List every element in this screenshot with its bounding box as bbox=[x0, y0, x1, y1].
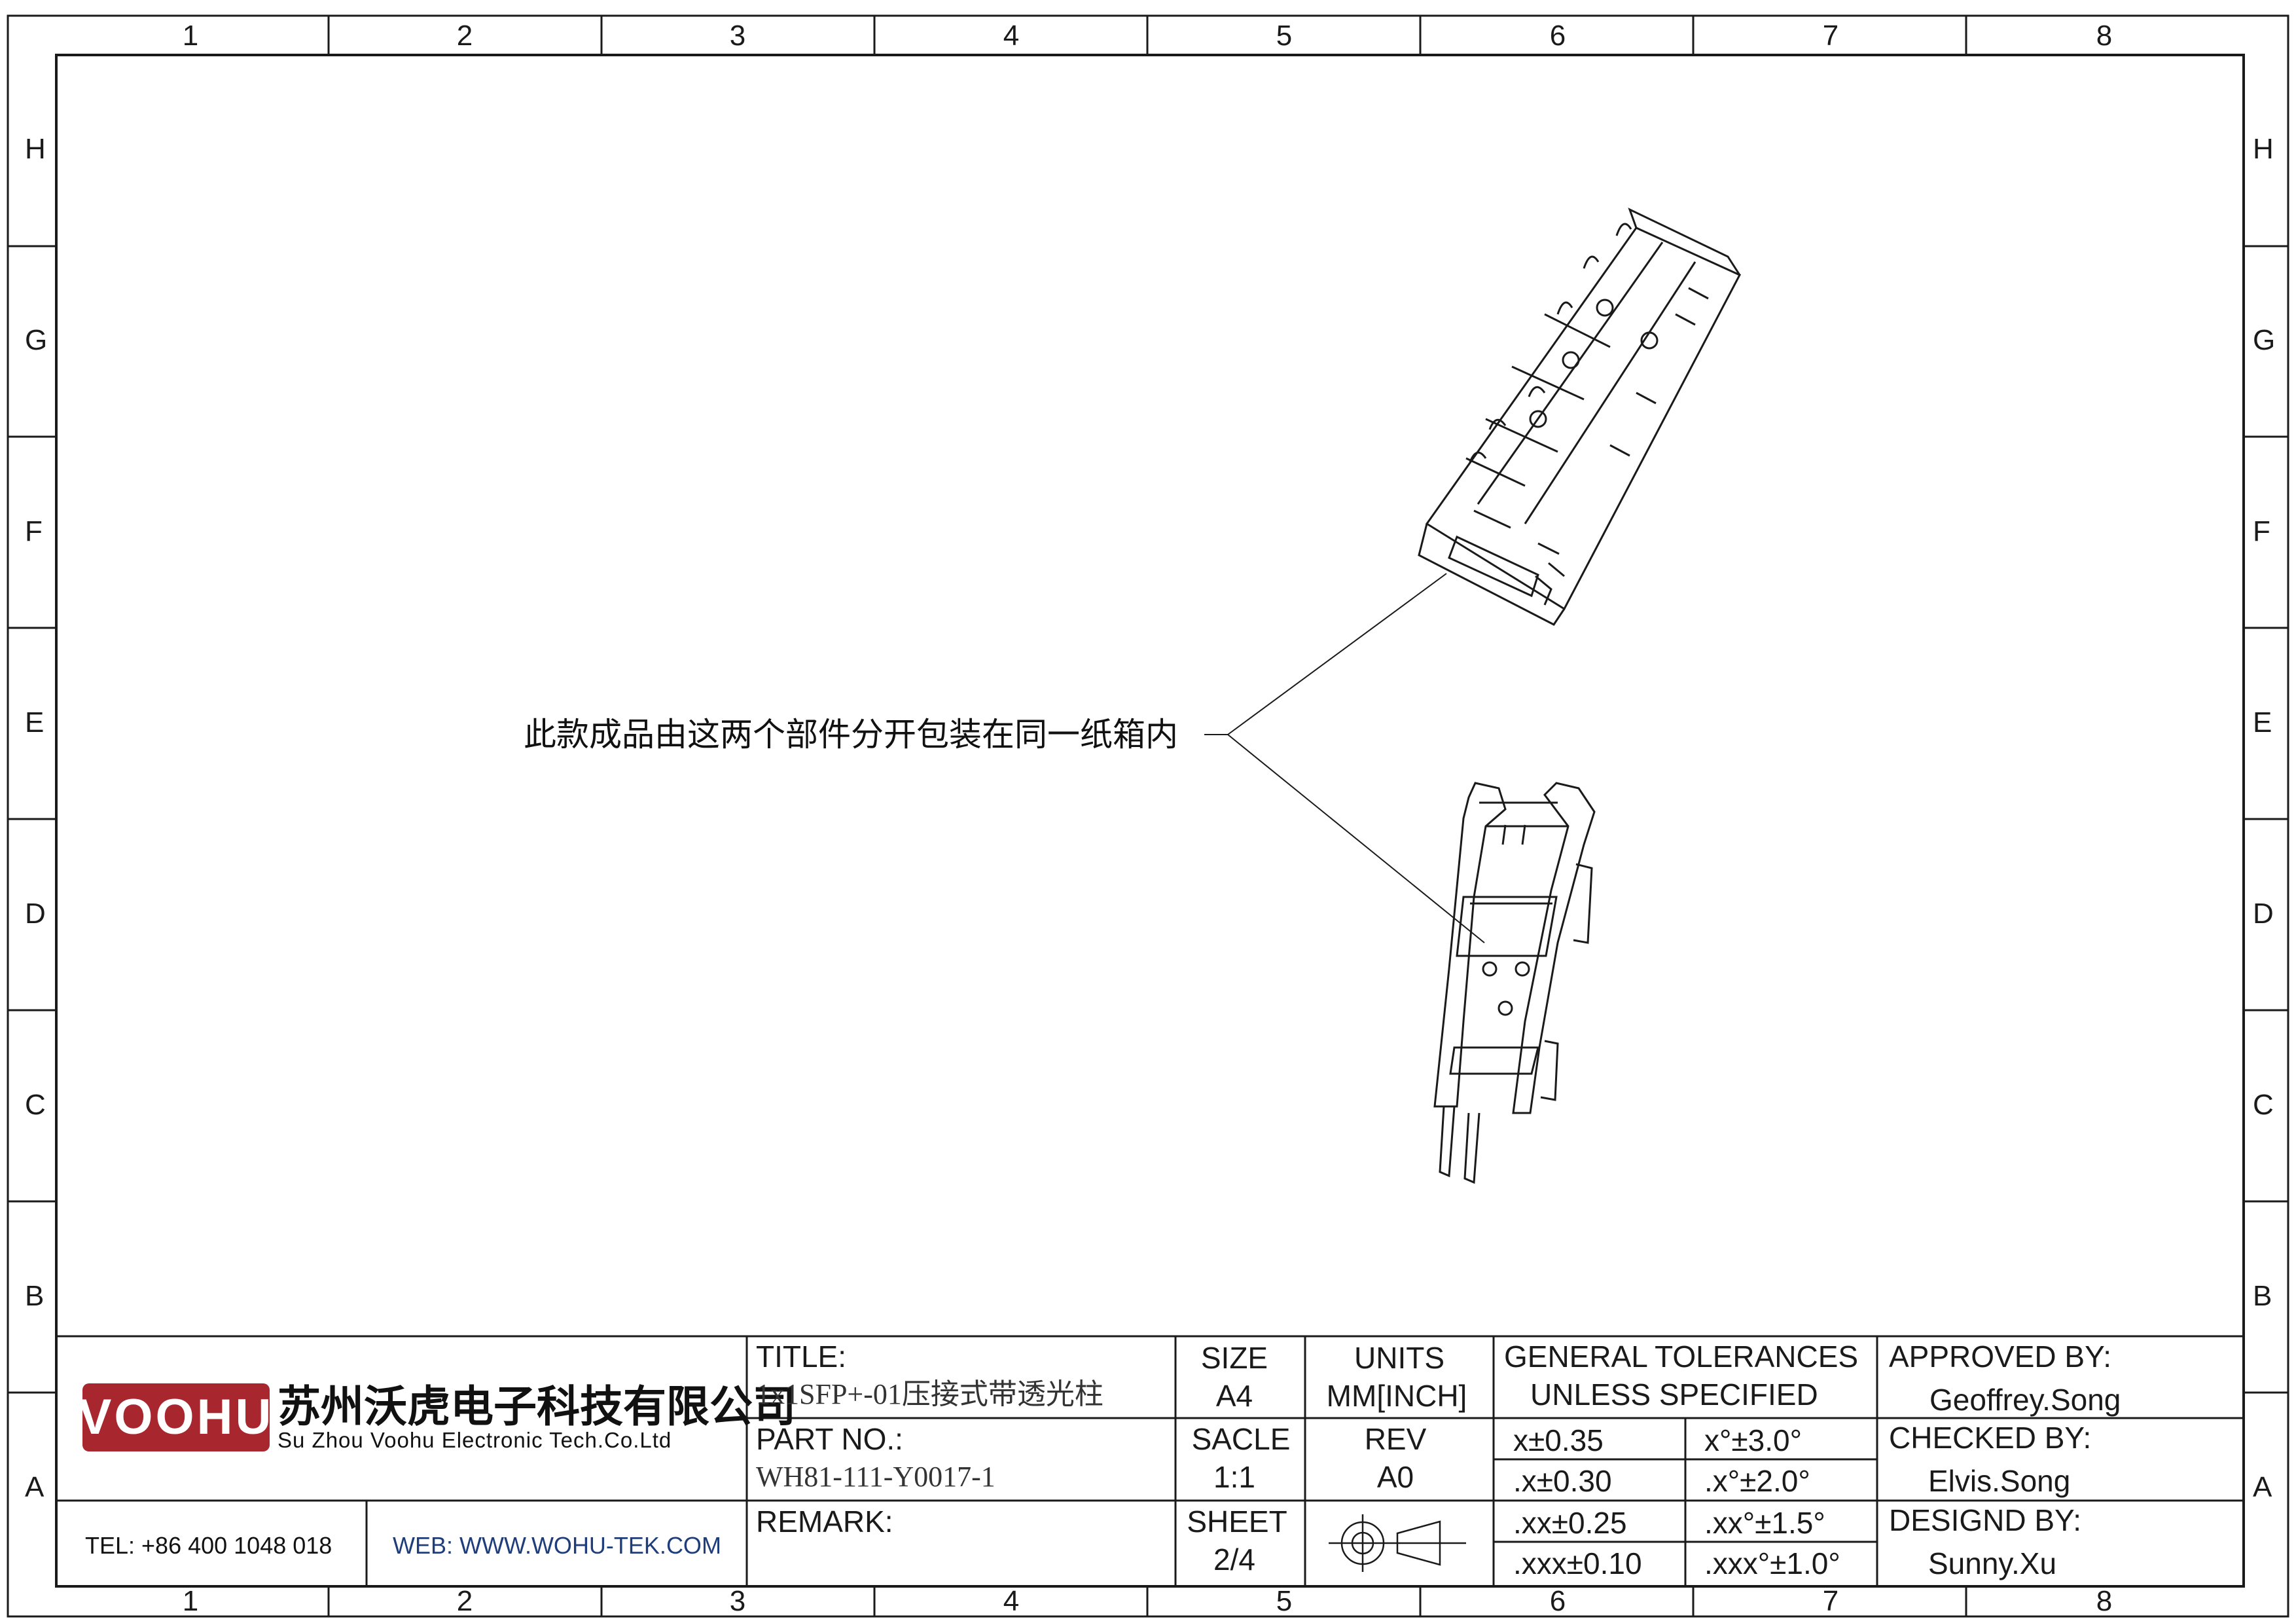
zone-col-8-top: 8 bbox=[2096, 20, 2113, 52]
zone-row-a-left: A bbox=[25, 1471, 45, 1503]
sheet-value: 2/4 bbox=[1213, 1542, 1255, 1577]
checked-label: CHECKED BY: bbox=[1889, 1421, 2092, 1455]
zone-col-7-top: 7 bbox=[1822, 20, 1839, 52]
rev-value: A0 bbox=[1376, 1460, 1414, 1494]
projection-symbol-icon bbox=[1329, 1514, 1466, 1572]
zone-row-h-right: H bbox=[2253, 133, 2274, 165]
zone-row-c-left: C bbox=[25, 1089, 46, 1121]
zone-col-7-bottom: 7 bbox=[1822, 1585, 1839, 1617]
title-block-grid bbox=[56, 1335, 2244, 1586]
tol-angular-0: x°±3.0° bbox=[1704, 1423, 1802, 1457]
zone-row-g-left: G bbox=[25, 324, 48, 356]
tol-linear-1: .x±0.30 bbox=[1513, 1464, 1612, 1498]
leader-lines bbox=[1204, 573, 1485, 943]
zone-row-f-right: F bbox=[2253, 515, 2270, 547]
company-name-cn: 苏州沃虎电子科技有限公司 bbox=[278, 1382, 796, 1431]
zone-col-5-bottom: 5 bbox=[1276, 1585, 1293, 1617]
rev-label: REV bbox=[1364, 1422, 1427, 1456]
tolerance-title-2: UNLESS SPECIFIED bbox=[1530, 1377, 1818, 1412]
company-web: WEB: WWW.WOHU-TEK.COM bbox=[393, 1532, 721, 1559]
zone-row-e-left: E bbox=[25, 706, 45, 739]
zone-row-d-left: D bbox=[25, 898, 46, 930]
approved-label: APPROVED BY: bbox=[1889, 1340, 2112, 1374]
size-value: A4 bbox=[1215, 1379, 1253, 1413]
tolerance-title-1: GENERAL TOLERANCES bbox=[1504, 1340, 1859, 1374]
checked-value: Elvis.Song bbox=[1928, 1464, 2071, 1498]
remark-label: REMARK: bbox=[756, 1504, 893, 1539]
tol-angular-1: .x°±2.0° bbox=[1704, 1464, 1810, 1498]
zone-row-g-right: G bbox=[2253, 324, 2276, 356]
company-tel: TEL: +86 400 1048 018 bbox=[85, 1532, 332, 1559]
zone-col-8-bottom: 8 bbox=[2096, 1585, 2113, 1617]
tol-angular-3: .xxx°±1.0° bbox=[1704, 1546, 1840, 1580]
approved-value: Geoffrey.Song bbox=[1929, 1383, 2121, 1417]
designed-label: DESIGND BY: bbox=[1889, 1503, 2081, 1537]
part-no-label: PART NO.: bbox=[756, 1422, 903, 1456]
outer-border bbox=[7, 14, 2289, 1618]
zone-row-a-right: A bbox=[2253, 1471, 2272, 1503]
zone-col-3-top: 3 bbox=[729, 20, 746, 52]
zone-row-f-left: F bbox=[25, 515, 43, 547]
zone-row-b-right: B bbox=[2253, 1280, 2272, 1312]
tol-linear-0: x±0.35 bbox=[1513, 1423, 1604, 1457]
zone-row-e-right: E bbox=[2253, 706, 2272, 739]
zone-col-6-bottom: 6 bbox=[1549, 1585, 1566, 1617]
company-name-en: Su Zhou Voohu Electronic Tech.Co.Ltd bbox=[278, 1428, 672, 1452]
light-pipe-part bbox=[1433, 782, 1596, 1184]
inner-border bbox=[55, 54, 2245, 1588]
designed-value: Sunny.Xu bbox=[1928, 1546, 2057, 1580]
company-logo: VOOHU bbox=[79, 1383, 271, 1451]
zone-col-1-bottom: 1 bbox=[182, 1585, 199, 1617]
title-value: 1x1SFP+-01压接式带透光柱 bbox=[756, 1378, 1103, 1410]
zone-col-4-bottom: 4 bbox=[1003, 1585, 1020, 1617]
part-no-value: WH81-111-Y0017-1 bbox=[756, 1461, 996, 1493]
tol-linear-3: .xxx±0.10 bbox=[1513, 1546, 1642, 1580]
packaging-note: 此款成品由这两个部件分开包装在同一纸箱内 bbox=[524, 716, 1178, 754]
tol-linear-2: .xx±0.25 bbox=[1513, 1506, 1627, 1540]
zone-col-2-top: 2 bbox=[456, 20, 473, 52]
units-value: MM[INCH] bbox=[1326, 1379, 1467, 1413]
logo-text: VOOHU bbox=[78, 1389, 274, 1445]
zone-row-h-left: H bbox=[25, 133, 46, 165]
sheet-label: SHEET bbox=[1187, 1504, 1287, 1539]
tol-angular-2: .xx°±1.5° bbox=[1704, 1506, 1825, 1540]
zone-col-2-bottom: 2 bbox=[456, 1585, 473, 1617]
zone-col-3-bottom: 3 bbox=[729, 1585, 746, 1617]
zone-row-b-left: B bbox=[25, 1280, 45, 1312]
zone-col-6-top: 6 bbox=[1549, 20, 1566, 52]
zone-row-c-right: C bbox=[2253, 1089, 2274, 1121]
sfp-cage-part bbox=[1418, 208, 1742, 626]
scale-label: SACLE bbox=[1191, 1422, 1291, 1456]
scale-value: 1:1 bbox=[1213, 1460, 1255, 1494]
size-label: SIZE bbox=[1200, 1341, 1268, 1375]
zone-col-1-top: 1 bbox=[182, 20, 199, 52]
zone-col-4-top: 4 bbox=[1003, 20, 1020, 52]
zone-col-5-top: 5 bbox=[1276, 20, 1293, 52]
units-label: UNITS bbox=[1354, 1341, 1444, 1375]
title-label: TITLE: bbox=[756, 1340, 847, 1374]
zone-row-d-right: D bbox=[2253, 898, 2274, 930]
